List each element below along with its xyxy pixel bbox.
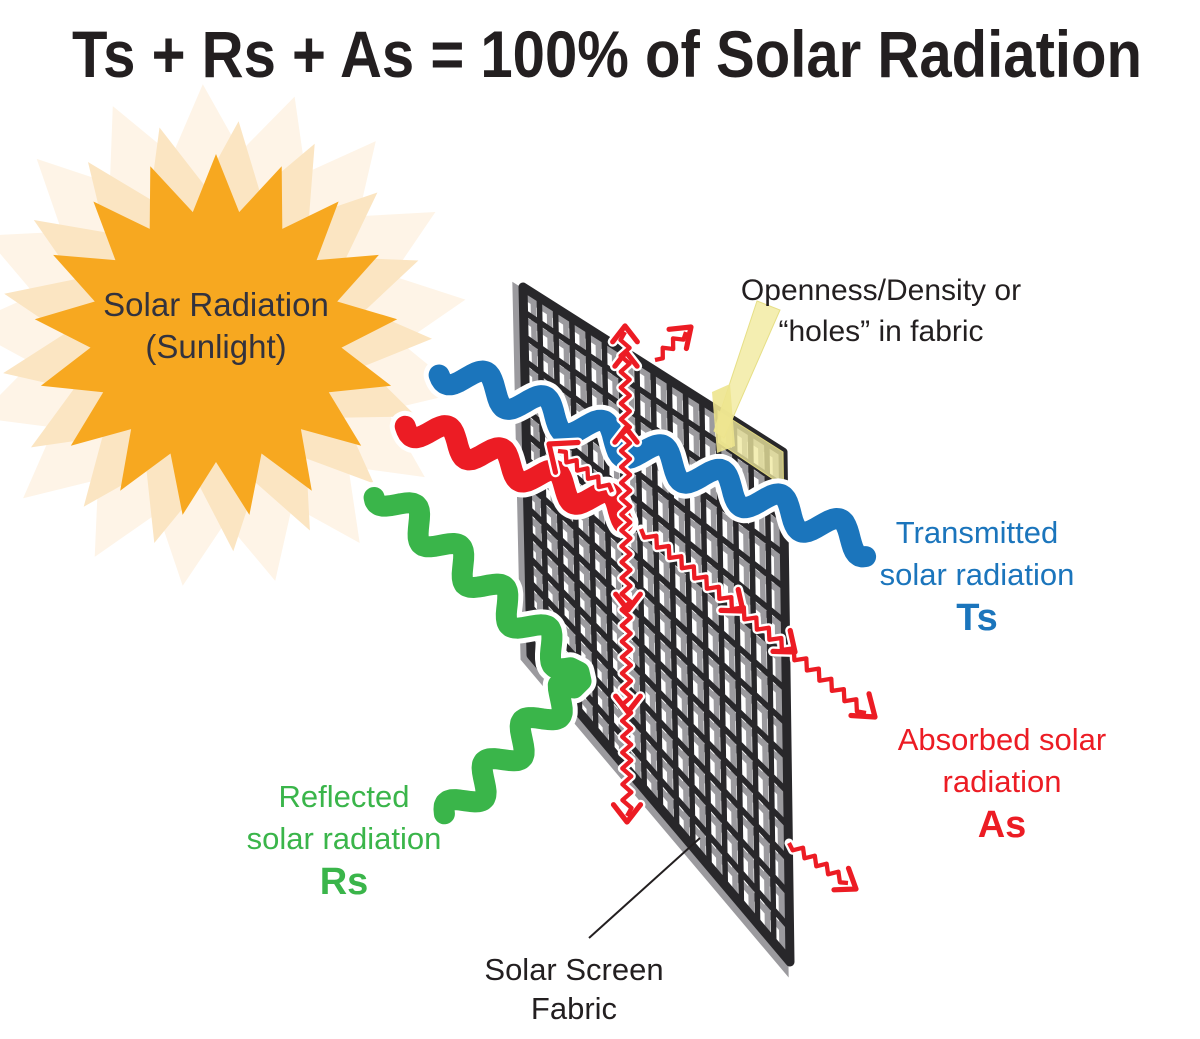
transmitted-label: Transmitted solar radiation Ts: [777, 512, 1177, 640]
fabric-leader-line: [588, 837, 701, 939]
sun: [0, 84, 466, 586]
sun-label-line2: (Sunlight): [145, 328, 287, 365]
reflected-line1: Reflected: [278, 779, 410, 814]
fabric-label: Solar Screen Fabric: [374, 950, 774, 1028]
openness-line2: “holes” in fabric: [778, 315, 984, 348]
absorbed-line1: Absorbed solar: [897, 722, 1107, 757]
reflected-ray: [363, 487, 592, 825]
transmitted-symbol: Ts: [956, 597, 998, 639]
reflected-symbol: Rs: [319, 861, 369, 903]
transmitted-line1: Transmitted: [895, 515, 1059, 550]
transmitted-line2: solar radiation: [879, 557, 1075, 592]
sun-label-line1: Solar Radiation: [103, 286, 329, 323]
holes-highlight: [712, 300, 785, 487]
absorbed-symbol: As: [977, 804, 1027, 846]
openness-label: Openness/Density or “holes” in fabric: [671, 270, 1091, 352]
fabric-line2: Fabric: [530, 991, 618, 1026]
radiation-ribbons: [363, 360, 877, 825]
incident-red-ray: [394, 415, 634, 534]
absorbed-label: Absorbed solar radiation As: [802, 719, 1200, 847]
fabric-line1: Solar Screen: [484, 952, 664, 987]
diagram-title: Ts + Rs + As = 100% of Solar Radiation: [72, 17, 1143, 91]
transmitted-ray: [428, 360, 877, 568]
sun-label: Solar Radiation (Sunlight): [66, 284, 366, 368]
reflected-label: Reflected solar radiation Rs: [144, 776, 544, 904]
reflected-line2: solar radiation: [246, 821, 442, 856]
absorbed-line2: radiation: [942, 764, 1062, 799]
openness-line1: Openness/Density or: [740, 274, 1022, 307]
absorbed-squiggle-arrows: [546, 323, 878, 893]
